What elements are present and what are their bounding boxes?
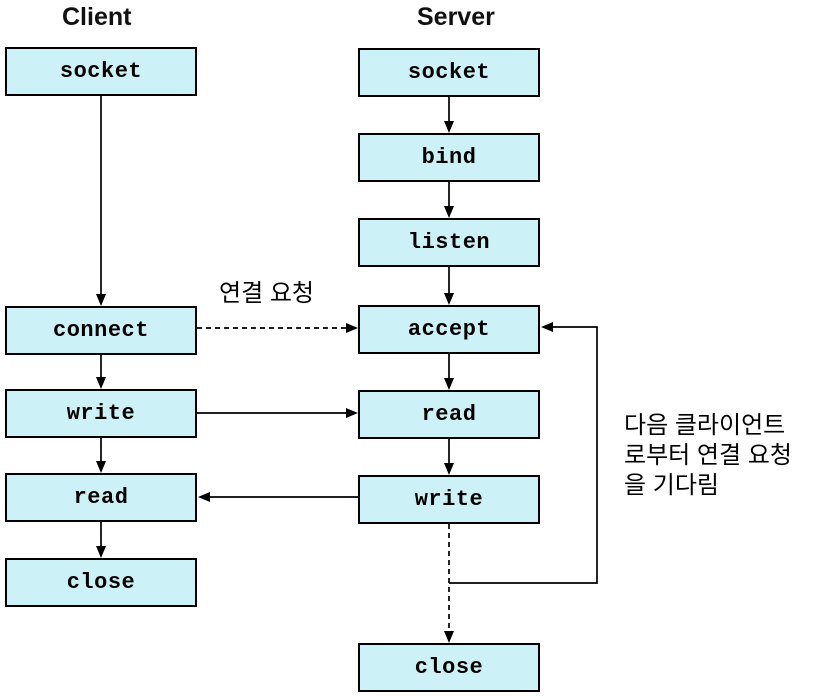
wait-note-line-1: 다음 클라이언트	[624, 412, 786, 439]
connection-request-label: 연결 요청	[219, 280, 314, 307]
server-step-write-box: write	[358, 475, 540, 524]
wait-note-line-2: 로부터 연결 요청	[624, 442, 792, 469]
server-step-bind-box: bind	[358, 133, 540, 182]
server-step-accept-box: accept	[358, 305, 540, 354]
client-step-close-box: close	[5, 558, 197, 607]
server-step-socket-box: socket	[358, 48, 540, 97]
client-step-connect-box: connect	[5, 306, 197, 355]
wait-note-line-3: 을 기다림	[624, 472, 719, 499]
client-step-socket-box: socket	[5, 47, 197, 96]
server-step-listen-box: listen	[358, 218, 540, 267]
client-column-title: Client	[62, 3, 132, 31]
loop-arrow-server-write-to-accept	[449, 322, 598, 584]
client-step-read-box: read	[5, 473, 197, 522]
server-column-title: Server	[417, 3, 495, 31]
server-step-read-box: read	[358, 390, 540, 439]
wait-for-next-client-note: 다음 클라이언트 로부터 연결 요청 을 기다림	[624, 411, 792, 501]
client-step-write-box: write	[5, 389, 197, 438]
server-step-close-box: close	[358, 643, 540, 692]
